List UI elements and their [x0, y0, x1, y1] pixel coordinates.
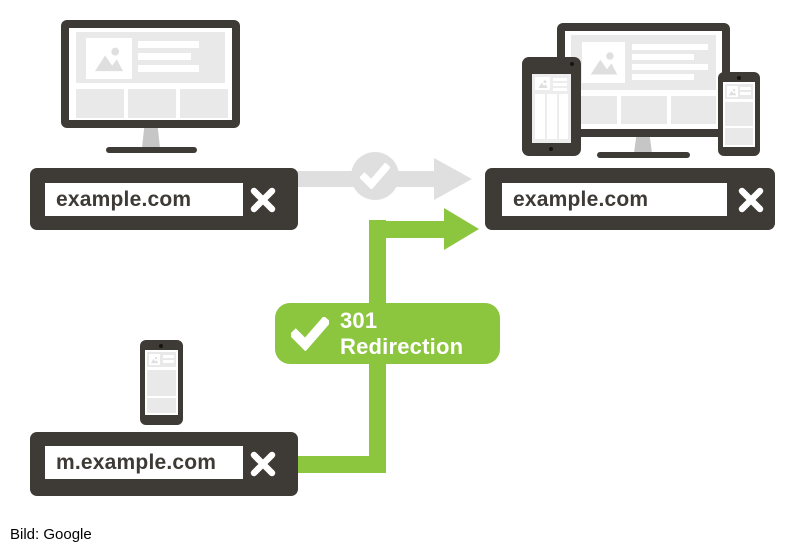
monitor-stand	[634, 137, 652, 153]
redirect-badge-label: 301 Redirection	[340, 307, 464, 359]
content-block	[128, 89, 176, 118]
tablet	[522, 57, 581, 156]
mountain-photo-icon	[94, 47, 124, 71]
home-button-dot	[549, 147, 553, 151]
mountain-photo-icon	[537, 79, 548, 88]
check-icon	[291, 316, 329, 351]
address-bar-mobile: m.example.com	[30, 432, 298, 496]
monitor-base	[106, 147, 197, 153]
content-block	[147, 370, 176, 396]
camera-dot	[570, 62, 574, 66]
url-field-mobile[interactable]: m.example.com	[45, 446, 243, 479]
text-line	[632, 64, 708, 70]
desktop-monitor	[61, 20, 240, 128]
mountain-photo-icon	[590, 51, 617, 74]
redirect-badge: 301 Redirection	[275, 303, 500, 364]
address-bar-desktop: example.com	[30, 168, 298, 230]
green-path-bottom-segment	[296, 456, 386, 473]
text-line	[740, 87, 751, 90]
close-icon[interactable]	[249, 186, 277, 214]
text-line	[632, 74, 694, 80]
content-column	[535, 94, 545, 139]
desktop-monitor-screen	[69, 28, 232, 120]
image-credit-caption: Bild: Google	[10, 526, 92, 543]
responsive-monitor	[557, 23, 730, 137]
text-line	[138, 41, 199, 48]
content-block	[147, 398, 176, 413]
text-line	[138, 65, 199, 72]
content-column	[559, 94, 568, 139]
text-line	[632, 44, 708, 50]
phone-header-panel	[147, 352, 176, 367]
content-block	[725, 102, 753, 126]
content-block	[621, 96, 667, 124]
camera-dot	[159, 344, 163, 348]
content-block	[76, 89, 124, 118]
gray-check-circle	[351, 152, 399, 200]
page-hero-panel	[76, 32, 225, 83]
text-line	[163, 355, 174, 358]
text-line	[553, 88, 567, 91]
text-line	[163, 360, 174, 363]
image-placeholder	[149, 354, 160, 365]
tablet-screen	[532, 74, 571, 143]
mountain-photo-icon	[150, 356, 159, 363]
responsive-phone	[718, 72, 760, 156]
text-line	[553, 83, 567, 86]
image-placeholder	[582, 42, 625, 83]
mobile-phone-screen	[145, 350, 178, 415]
content-column	[547, 94, 557, 139]
text-line	[632, 54, 694, 60]
responsive-phone-screen	[723, 82, 755, 147]
monitor-stand	[142, 128, 160, 148]
text-line	[553, 78, 567, 81]
content-block	[180, 89, 228, 118]
content-block	[671, 96, 716, 124]
gray-arrow-head	[434, 158, 472, 200]
green-arrow-head	[444, 208, 479, 250]
green-path-top-segment	[369, 221, 446, 238]
page-hero-panel	[571, 35, 716, 90]
mobile-phone	[140, 340, 183, 425]
phone-header-panel	[725, 84, 753, 99]
responsive-monitor-screen	[565, 31, 722, 129]
url-field-desktop[interactable]: example.com	[45, 183, 243, 216]
image-placeholder	[727, 86, 738, 97]
url-field-responsive[interactable]: example.com	[502, 183, 727, 216]
image-placeholder	[86, 38, 132, 79]
text-line	[740, 92, 751, 95]
text-line	[138, 53, 191, 60]
image-placeholder	[535, 77, 550, 90]
check-icon	[360, 163, 390, 189]
monitor-base	[597, 152, 690, 158]
address-bar-responsive: example.com	[485, 168, 775, 230]
content-block	[725, 128, 753, 145]
close-icon[interactable]	[249, 450, 277, 478]
close-icon[interactable]	[737, 186, 765, 214]
camera-dot	[737, 76, 741, 80]
mountain-photo-icon	[728, 88, 737, 95]
